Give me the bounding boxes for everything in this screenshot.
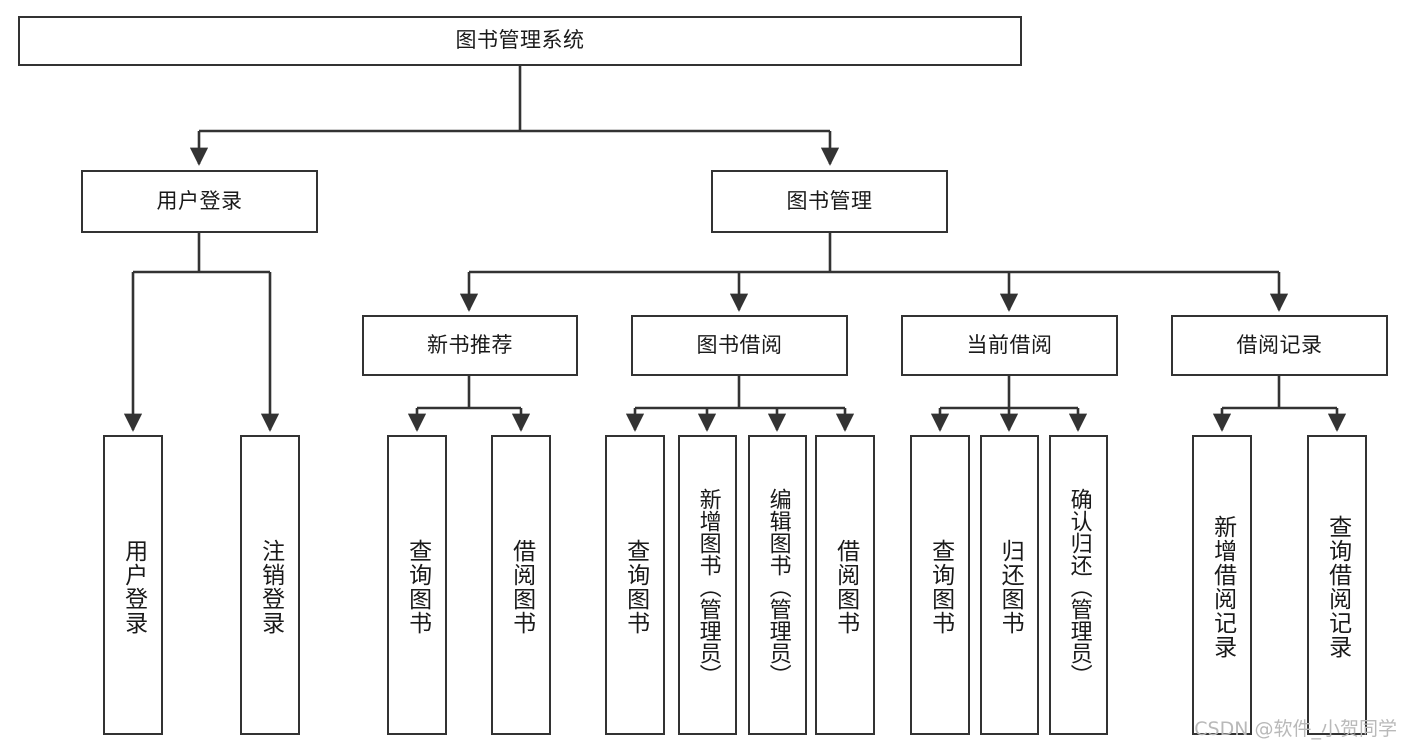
leaf-current-confirm-return-admin[interactable]: 确认归还（管理员） xyxy=(1049,435,1108,735)
leaf-current-query-book[interactable]: 查询图书 xyxy=(910,435,970,735)
node-label: 注销登录 xyxy=(257,539,284,635)
leaf-current-return-book[interactable]: 归还图书 xyxy=(980,435,1039,735)
node-label: 查询图书 xyxy=(927,539,954,635)
leaf-borrow-add-book-admin[interactable]: 新增图书（管理员） xyxy=(678,435,737,735)
node-label: 图书借阅 xyxy=(696,332,783,357)
leaf-record-add-record[interactable]: 新增借阅记录 xyxy=(1192,435,1252,735)
leaf-borrow-query-book[interactable]: 查询图书 xyxy=(605,435,665,735)
node-label: 新书推荐 xyxy=(427,332,513,357)
node-label: 编辑图书（管理员） xyxy=(765,488,791,686)
leaf-borrow-edit-book-admin[interactable]: 编辑图书（管理员） xyxy=(748,435,807,735)
node-label: 用户登录 xyxy=(120,539,147,635)
node-label: 确认归还（管理员） xyxy=(1066,488,1092,686)
node-root-system[interactable]: 图书管理系统 xyxy=(18,16,1022,66)
node-label: 查询图书 xyxy=(404,539,431,635)
node-borrow-record[interactable]: 借阅记录 xyxy=(1171,315,1388,376)
node-label: 图书管理 xyxy=(786,188,873,213)
node-label: 用户登录 xyxy=(156,188,243,213)
leaf-recommend-borrow-book[interactable]: 借阅图书 xyxy=(491,435,551,735)
node-user-login[interactable]: 用户登录 xyxy=(81,170,318,233)
node-new-book-recommend[interactable]: 新书推荐 xyxy=(362,315,578,376)
leaf-record-query-record[interactable]: 查询借阅记录 xyxy=(1307,435,1367,735)
node-label: 查询借阅记录 xyxy=(1324,515,1351,659)
node-label: 借阅图书 xyxy=(832,539,859,635)
watermark-text: CSDN @软件_小贺同学 xyxy=(1194,718,1397,740)
node-label: 新增借阅记录 xyxy=(1209,515,1236,659)
node-label: 借阅图书 xyxy=(508,539,535,635)
node-book-management[interactable]: 图书管理 xyxy=(711,170,948,233)
node-label: 当前借阅 xyxy=(966,332,1053,357)
leaf-borrow-borrow-book[interactable]: 借阅图书 xyxy=(815,435,875,735)
node-current-borrow[interactable]: 当前借阅 xyxy=(901,315,1118,376)
leaf-user-login-logout[interactable]: 注销登录 xyxy=(240,435,300,735)
node-label: 归还图书 xyxy=(997,539,1024,635)
node-book-borrow[interactable]: 图书借阅 xyxy=(631,315,848,376)
leaf-user-login-login[interactable]: 用户登录 xyxy=(103,435,163,735)
node-label: 借阅记录 xyxy=(1236,332,1323,357)
leaf-recommend-query-book[interactable]: 查询图书 xyxy=(387,435,447,735)
node-label: 图书管理系统 xyxy=(455,28,585,53)
node-label: 查询图书 xyxy=(622,539,649,635)
node-label: 新增图书（管理员） xyxy=(695,488,721,686)
